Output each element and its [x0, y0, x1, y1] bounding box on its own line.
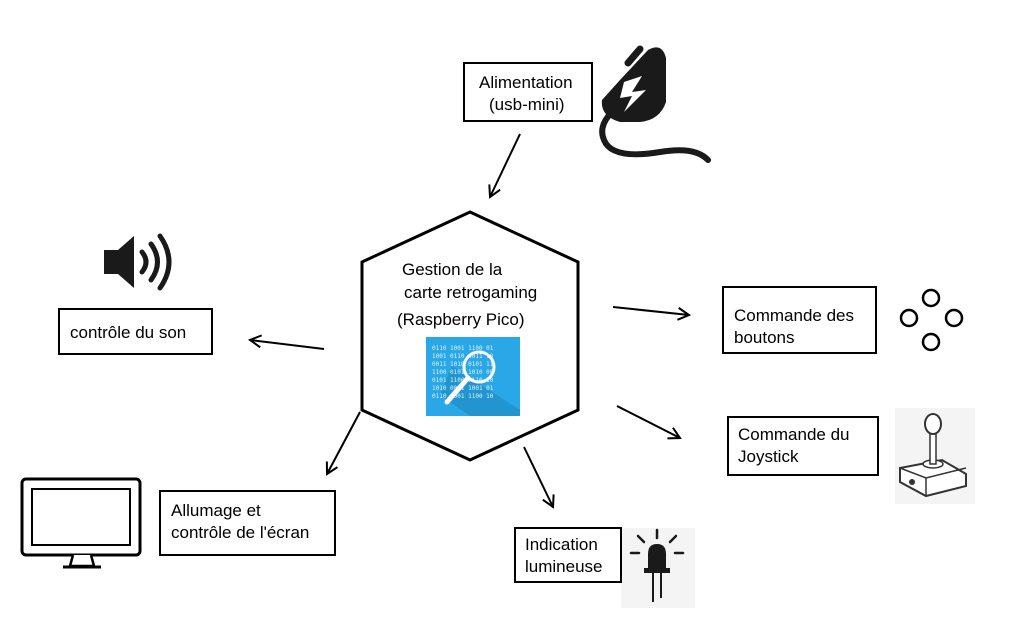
svg-text:1010 0011 1001 01: 1010 0011 1001 01 [432, 385, 494, 392]
node-sound-line1: contrôle du son [70, 323, 187, 342]
svg-text:1100 0101 1010 00: 1100 0101 1010 00 [432, 369, 494, 376]
buttons-icon [899, 288, 964, 352]
node-led: Indication lumineuse [514, 527, 622, 583]
arrow-center-to-led [523, 446, 553, 507]
arrow-center-to-joystick [616, 405, 680, 438]
center-subtitle: carte retrogaming [404, 282, 537, 304]
monitor-icon [20, 477, 142, 569]
svg-text:0110 1001 1100 01: 0110 1001 1100 01 [432, 345, 494, 352]
node-screen-line1: Allumage et [171, 501, 261, 520]
arrow-center-to-screen [327, 411, 361, 474]
arrow-center-to-buttons [612, 306, 689, 315]
svg-text:0110 1001 1100 10: 0110 1001 1100 10 [432, 393, 494, 400]
code-search-icon: 0110 1001 1100 01 1001 0110 0011 10 0011… [426, 337, 520, 416]
node-sound: contrôle du son [58, 308, 213, 355]
node-power-line2: (usb-mini) [489, 95, 565, 114]
node-led-line1: Indication [525, 535, 598, 554]
node-joystick-line2: Joystick [738, 447, 799, 466]
arrow-center-to-sound [250, 340, 325, 350]
speaker-icon [104, 233, 172, 291]
joystick-icon [895, 408, 975, 504]
led-icon [621, 528, 695, 608]
node-led-line2: lumineuse [525, 557, 603, 576]
arrow-power-to-center [490, 133, 521, 197]
node-power-line1: Alimentation [479, 73, 573, 92]
node-buttons-line2: boutons [734, 328, 795, 347]
center-title: Gestion de la [402, 259, 502, 281]
node-buttons: Commande des boutons [722, 286, 877, 354]
node-screen-line2: contrôle de l'écran [171, 523, 310, 542]
node-screen: Allumage et contrôle de l'écran [159, 490, 336, 556]
center-device: (Raspberry Pico) [397, 309, 525, 331]
node-joystick: Commande du Joystick [727, 416, 879, 476]
center-title-line1: Gestion de la [402, 260, 503, 279]
center-title-line3: (Raspberry Pico) [397, 310, 525, 329]
plug-icon [599, 45, 711, 163]
center-hexagon [360, 210, 580, 462]
node-buttons-line1: Commande des [734, 306, 855, 325]
node-joystick-line1: Commande du [738, 425, 850, 444]
svg-text:1001 0110 0011 10: 1001 0110 0011 10 [432, 353, 494, 360]
node-power: Alimentation (usb-mini) [463, 62, 593, 122]
center-title-line2: carte retrogaming [404, 283, 538, 302]
